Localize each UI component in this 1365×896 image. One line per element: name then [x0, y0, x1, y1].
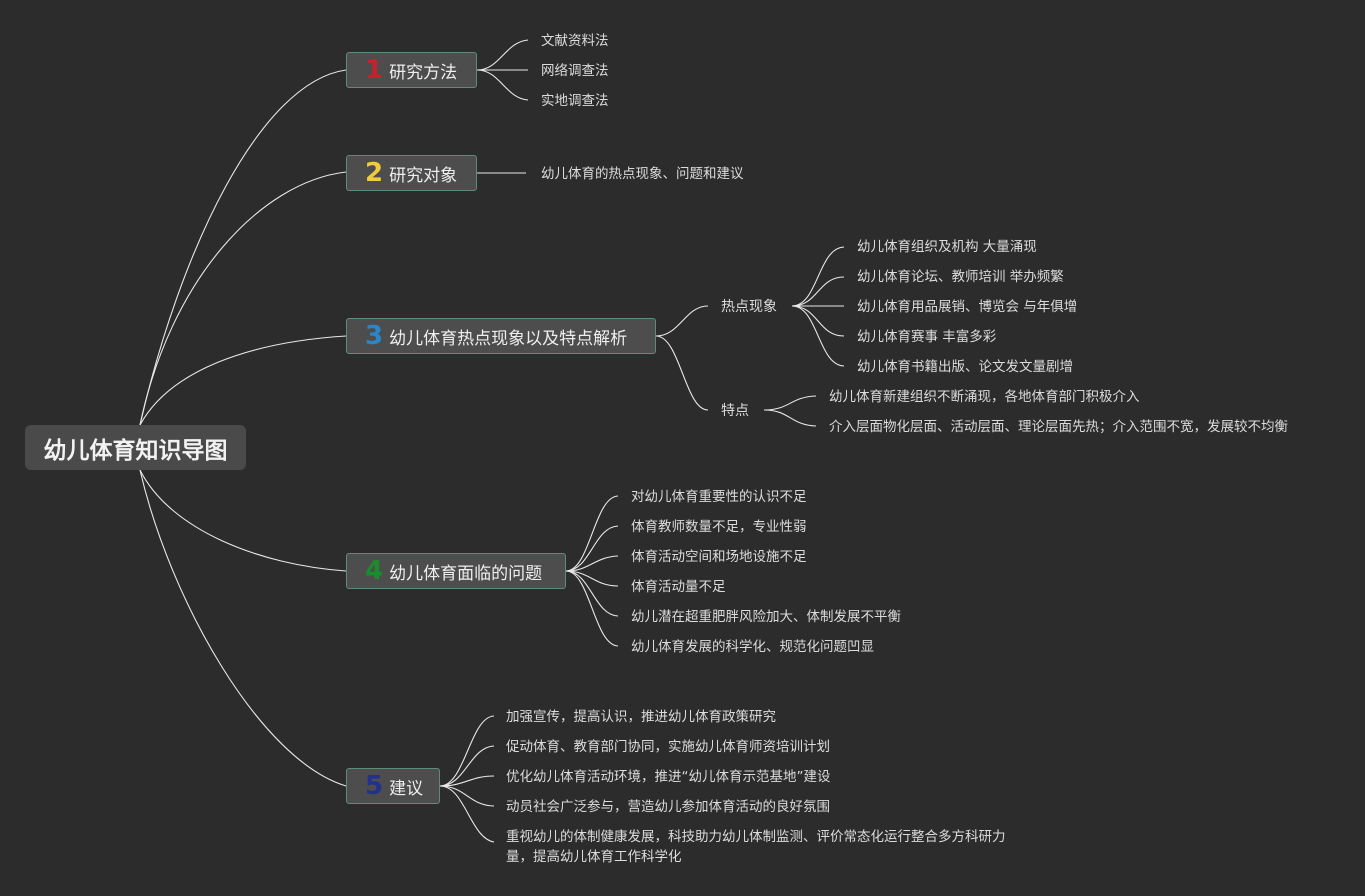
leaf-b1-2[interactable]: 网络调查法 [541, 63, 609, 79]
link-root-b5 [139, 469, 347, 787]
branch-number-2: 2 [365, 158, 384, 188]
leaf-b4-6[interactable]: 幼儿体育发展的科学化、规范化问题凹显 [631, 639, 874, 655]
link-s2-l1 [763, 395, 817, 411]
link-b4-l6 [565, 570, 619, 647]
branch-label-3: 幼儿体育热点现象以及特点解析 [389, 328, 628, 349]
link-b4-l1 [565, 495, 619, 572]
leaf-b3s1-4[interactable]: 幼儿体育赛事 丰富多彩 [857, 329, 997, 345]
leaf-b5-1[interactable]: 加强宣传，提高认识，推进幼儿体育政策研究 [506, 709, 776, 725]
link-root-b4 [139, 469, 347, 572]
link-b5-l3 [439, 775, 495, 787]
leaf-b4-5[interactable]: 幼儿潜在超重肥胖风险加大、体制发展不平衡 [631, 609, 901, 625]
leaf-b5-3[interactable]: 优化幼儿体育活动环境，推进“幼儿体育示范基地”建设 [506, 769, 831, 785]
leaf-b5-5[interactable]: 重视幼儿的体制健康发展，科技助力幼儿体制监测、评价常态化运行整合多方科研力量，提… [506, 829, 1006, 865]
branch-node-3[interactable]: 3 幼儿体育热点现象以及特点解析 [346, 318, 656, 354]
root-node[interactable]: 幼儿体育知识导图 [25, 425, 246, 470]
link-b5-l5 [439, 785, 495, 843]
root-label: 幼儿体育知识导图 [43, 437, 228, 464]
branch-number-3: 3 [365, 321, 384, 351]
branch-label-2: 研究对象 [389, 165, 458, 186]
leaf-b3s2-1[interactable]: 幼儿体育新建组织不断涌现，各地体育部门积极介入 [829, 389, 1140, 405]
branch-node-2[interactable]: 2 研究对象 [346, 155, 477, 191]
link-b4-l2 [565, 525, 619, 572]
leaf-b3s1-3[interactable]: 幼儿体育用品展销、博览会 与年俱增 [857, 299, 1078, 315]
leaf-b3s1-5[interactable]: 幼儿体育书籍出版、论文发文量剧增 [857, 359, 1073, 375]
link-b5-l2 [439, 745, 495, 787]
link-b4-l3 [565, 555, 619, 572]
branch-label-4: 幼儿体育面临的问题 [389, 563, 543, 584]
branch-number-1: 1 [365, 55, 384, 85]
branch-number-4: 4 [365, 556, 384, 586]
branch-number-5: 5 [365, 771, 384, 801]
link-b3-s2 [655, 335, 709, 411]
branch-node-5[interactable]: 5 建议 [346, 768, 440, 804]
leaf-b1-3[interactable]: 实地调查法 [541, 93, 609, 109]
link-s1-l4 [791, 305, 845, 337]
link-s2-l2 [763, 409, 817, 427]
branch-label-5: 建议 [389, 778, 424, 799]
leaf-b2-1[interactable]: 幼儿体育的热点现象、问题和建议 [541, 166, 744, 182]
link-s1-l5 [791, 305, 845, 367]
leaf-b3s1-1[interactable]: 幼儿体育组织及机构 大量涌现 [857, 239, 1037, 255]
branch-label-1: 研究方法 [389, 62, 458, 83]
leaf-b4-4[interactable]: 体育活动量不足 [631, 579, 726, 595]
link-b5-l1 [439, 715, 495, 787]
leaf-b1-1[interactable]: 文献资料法 [541, 33, 609, 49]
link-b4-l4 [565, 570, 619, 587]
link-s1-l2 [791, 276, 845, 307]
leaf-b4-3[interactable]: 体育活动空间和场地设施不足 [631, 549, 807, 565]
branch-node-1[interactable]: 1 研究方法 [346, 52, 477, 88]
link-s1-l1 [791, 246, 845, 307]
leaf-b5-4[interactable]: 动员社会广泛参与，营造幼儿参加体育活动的良好氛围 [506, 799, 830, 815]
leaf-b5-2[interactable]: 促动体育、教育部门协同，实施幼儿体育师资培训计划 [506, 739, 830, 755]
link-b4-l5 [565, 570, 619, 617]
sub-node-features[interactable]: 特点 [721, 403, 749, 419]
leaf-b4-1[interactable]: 对幼儿体育重要性的认识不足 [631, 489, 807, 505]
link-b1-l1 [476, 39, 529, 71]
sub-node-hot-phenomena[interactable]: 热点现象 [721, 299, 777, 315]
leaf-b4-2[interactable]: 体育教师数量不足，专业性弱 [631, 519, 807, 535]
link-b5-l4 [439, 785, 495, 807]
leaf-b3s2-2[interactable]: 介入层面物化层面、活动层面、理论层面先热；介入范围不宽，发展较不均衡 [829, 419, 1288, 435]
link-root-b3 [139, 335, 347, 426]
link-root-b2 [139, 171, 347, 426]
branch-node-4[interactable]: 4 幼儿体育面临的问题 [346, 553, 566, 589]
link-b1-l3 [476, 69, 529, 101]
link-b3-s1 [655, 305, 709, 337]
link-root-b1 [139, 69, 347, 426]
leaf-b3s1-2[interactable]: 幼儿体育论坛、教师培训 举办频繁 [857, 269, 1064, 285]
